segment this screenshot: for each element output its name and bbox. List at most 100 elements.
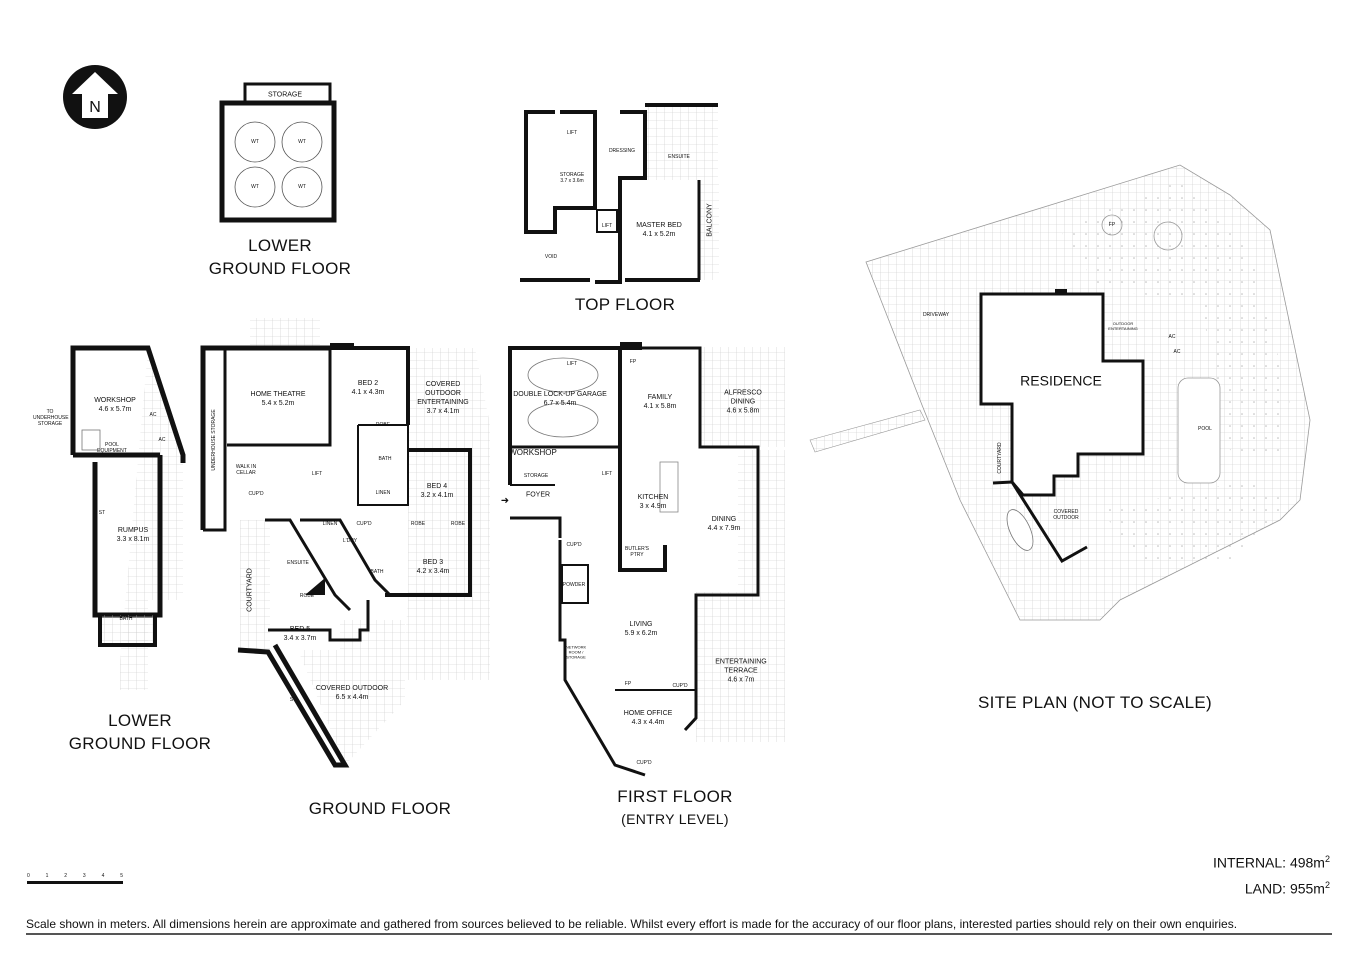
ac-unit: AC (158, 437, 166, 443)
north-arrow-icon: N (62, 64, 128, 135)
room-laundry: L'DRY (342, 538, 358, 544)
scale-tick: 4 (101, 873, 105, 879)
room-powder: POWDER (562, 582, 586, 588)
site-courtyard: COURTYARD (997, 442, 1003, 474)
first-floor-walls (508, 342, 785, 777)
internal-area: INTERNAL: 498m2 (1212, 854, 1330, 871)
fireplace: FP (629, 359, 637, 365)
robe: ROBE (299, 593, 315, 599)
linen: LINEN (322, 521, 338, 527)
storage: STORAGE (523, 473, 549, 479)
scale-tick: 1 (45, 873, 49, 879)
ac-unit: AC (1168, 334, 1176, 340)
cupboard: CUP'D (248, 491, 264, 497)
pool-equipment: POOL EQUIPMENT (97, 442, 127, 454)
cupboard: CUP'D (672, 683, 688, 689)
room-void: VOID (544, 254, 558, 260)
lift: LIFT (311, 471, 323, 477)
site-pool: POOL (1198, 426, 1212, 432)
disclaimer: Scale shown in meters. All dimensions he… (26, 917, 1332, 935)
scale-bar: 0 1 2 3 4 5 (27, 873, 123, 884)
storage-st: ST (98, 510, 106, 516)
room-ensuite: ENSUITE (668, 154, 690, 160)
scale-tick: 5 (120, 873, 123, 879)
water-tank: WT (298, 184, 306, 190)
ac-unit: AC (149, 412, 157, 418)
site-plan-title: SITE PLAN (NOT TO SCALE) (978, 693, 1212, 712)
lower-ground-tank-room (219, 82, 337, 223)
ac-unit: AC (1173, 349, 1181, 355)
lift: LIFT (601, 471, 613, 477)
ground-floor-walls (200, 318, 490, 768)
site-fireplace: FP (1108, 222, 1116, 228)
scale-tick: 0 (27, 873, 30, 879)
site-residence: RESIDENCE (1020, 372, 1102, 389)
room-foyer: FOYER (525, 491, 551, 499)
linen: LINEN (375, 490, 391, 496)
room-courtyard: COURTYARD (246, 568, 254, 612)
room-bath: BATH (378, 456, 392, 462)
robe: ROBE (450, 521, 466, 527)
lift: LIFT (566, 361, 578, 367)
room-walk-in-cellar: WALK IN CELLAR (235, 464, 257, 476)
room-bath: BATH (119, 616, 133, 622)
ground-floor-title: GROUND FLOOR (308, 799, 452, 818)
land-area: LAND: 955m2 (1244, 879, 1330, 897)
area-summary: INTERNAL: 498m2 LAND: 955m2 (1213, 848, 1330, 899)
lift: LIFT (566, 130, 578, 136)
top-floor-walls (520, 103, 719, 284)
lower-ground-left-walls (70, 345, 186, 690)
water-tank: WT (251, 139, 259, 145)
room-network-storage: NETWORK ROOM / STORAGE (565, 644, 587, 660)
cupboard: CUP'D (636, 760, 652, 766)
first-floor-title: FIRST FLOOR(ENTRY LEVEL) (617, 787, 733, 827)
scale-tick: 3 (82, 873, 86, 879)
room-workshop: WORKSHOP (509, 448, 557, 457)
room-balcony: BALCONY (706, 203, 714, 237)
room-bath: BATH (370, 569, 384, 575)
storage-st: ST (289, 697, 297, 703)
scale-tick: 2 (64, 873, 68, 879)
room-ensuite: ENSUITE (287, 560, 309, 566)
room-storage: STORAGE (267, 91, 303, 99)
water-tank: WT (251, 184, 259, 190)
room-underhouse-storage: UNDERHOUSE STORAGE (211, 409, 217, 471)
room-butlers-pantry: BUTLER'S PTRY (625, 546, 650, 558)
cupboard: CUP'D (566, 542, 582, 548)
lift: LIFT (601, 223, 613, 229)
site-plan-drawing (809, 164, 1311, 621)
site-outdoor-entertaining: OUTDOOR ENTERTAINING (1108, 321, 1138, 331)
top-floor-title: TOP FLOOR (574, 295, 676, 314)
north-label: N (89, 99, 101, 116)
robe: ROBE (410, 521, 426, 527)
entry-arrow-icon: ➜ (500, 495, 510, 507)
to-underhouse-storage: TO UNDERHOUSE STORAGE (33, 409, 69, 427)
room-dressing: DRESSING (608, 148, 636, 154)
water-tank: WT (298, 139, 306, 145)
fireplace: FP (624, 681, 632, 687)
robe: ROBE (375, 422, 391, 428)
site-driveway: DRIVEWAY (922, 312, 950, 318)
